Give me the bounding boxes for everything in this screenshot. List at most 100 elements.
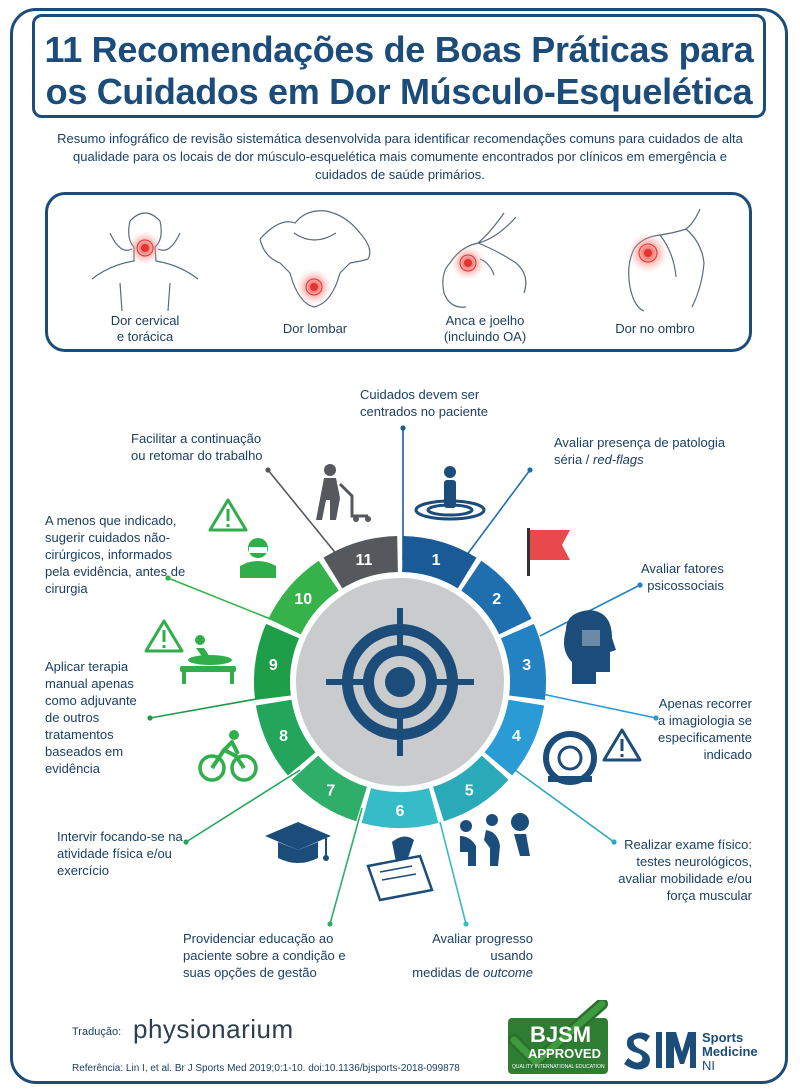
- segment-number-1: 1: [432, 552, 441, 569]
- connector-dot: [400, 425, 406, 431]
- label-line: medidas de outcome: [412, 965, 533, 980]
- label-line: a imagiologia se: [658, 713, 752, 728]
- connector-dot: [165, 575, 171, 581]
- segment-number-4: 4: [512, 728, 521, 745]
- label-line: Facilitar a continuação: [131, 431, 262, 446]
- bjsm-approved-badge: BJSM APPROVED QUALITY INTERNATIONAL EDUC…: [506, 1000, 610, 1076]
- wheel-segments: [254, 536, 546, 828]
- patient-centered-icon: [414, 466, 486, 521]
- region-hip-knee: Anca e joelho (incluindo OA): [400, 195, 570, 351]
- badge-tag-text: QUALITY INTERNATIONAL EDUCATION: [512, 1064, 605, 1070]
- region-label-line: e torácica: [116, 329, 174, 344]
- label-line: Avaliar presença de patologia: [554, 435, 726, 450]
- worker-trolley-icon: [316, 464, 371, 522]
- connector-dot: [265, 467, 271, 473]
- clipboard-hand-icon: [366, 836, 434, 902]
- mri-scanner-icon: [543, 731, 597, 785]
- pain-regions-box: Dor cervical e torácica Dor lombar: [45, 192, 752, 352]
- label-line: pela evidência, antes de: [45, 564, 186, 579]
- hip-knee-pain-icon: [442, 212, 527, 308]
- sports-medicine-ni-logo: Sports Medicine NI: [622, 1024, 762, 1074]
- page-title-line-2: os Cuidados em Dor Músculo-Esquelética: [45, 71, 753, 112]
- connector-line: [167, 577, 279, 623]
- label-line: Avaliar fatores: [641, 561, 724, 576]
- wheel-segment-1: [402, 536, 477, 589]
- sm-logo-line-3: NI: [702, 1058, 715, 1073]
- connector-line: [267, 469, 339, 557]
- label-line: tratamentos: [45, 727, 114, 742]
- region-neck: Dor cervical e torácica: [60, 195, 230, 351]
- label-line: como adjuvante: [45, 693, 137, 708]
- label-line: atividade física e/ou: [57, 846, 172, 861]
- connector-lines: [147, 425, 659, 927]
- connector-dot: [611, 839, 617, 845]
- label-line: cirúrgicos, informados: [45, 547, 173, 562]
- manual-therapy-icon: [180, 635, 236, 684]
- connector-dot: [653, 715, 659, 721]
- segment-number-8: 8: [279, 728, 288, 745]
- connector-line: [465, 469, 531, 557]
- recommendation-4-label: Apenas recorrer a imagiologia se especif…: [658, 695, 752, 763]
- target-icon: [326, 608, 474, 756]
- warning-icon: [144, 619, 184, 653]
- warning-icon: [602, 728, 642, 762]
- segment-number-7: 7: [326, 783, 335, 800]
- label-line: avaliar mobilidade e/ou: [618, 871, 752, 886]
- label-line: ou retomar do trabalho: [131, 448, 263, 463]
- wheel-segment-7: [291, 755, 367, 822]
- recommendation-6-label: Avaliar progresso usando medidas de outc…: [386, 930, 533, 981]
- segment-number-6: 6: [396, 803, 405, 820]
- label-line: baseados em: [45, 744, 124, 759]
- red-flag-icon: [527, 528, 570, 576]
- connector-line: [185, 769, 301, 843]
- graduation-cap-icon: [265, 822, 331, 863]
- connector-dot: [327, 921, 333, 927]
- region-label-line: Dor lombar: [282, 321, 348, 336]
- sm-logo-line-2: Medicine: [702, 1044, 758, 1059]
- reference-text: Referência: Lin I, et al. Br J Sports Me…: [72, 1063, 460, 1074]
- label-line: especificamente: [658, 730, 752, 745]
- label-line: suas opções de gestão: [183, 965, 317, 980]
- label-line: centrados no paciente: [360, 404, 488, 419]
- region-label-line: Dor cervical: [110, 313, 180, 328]
- recommendation-7-label: Providenciar educação ao paciente sobre …: [183, 930, 346, 981]
- badge-main-text: BJSM: [530, 1022, 592, 1047]
- recommendation-9-label: Aplicar terapia manual apenas como adjuv…: [45, 658, 137, 777]
- region-label-line: Dor no ombro: [615, 321, 695, 336]
- title-box: 11 Recomendações de Boas Práticas para o…: [32, 14, 766, 118]
- region-label-line: Anca e joelho: [445, 313, 525, 328]
- cyclist-icon: [198, 730, 258, 782]
- wheel-segment-6: [361, 788, 439, 828]
- wheel-segment-5: [433, 755, 509, 822]
- label-line: testes neurológicos,: [636, 854, 752, 869]
- warning-icon: [208, 498, 248, 532]
- summary-text: Resumo infográfico de revisão sistemátic…: [50, 130, 750, 184]
- label-line: Providenciar educação ao: [183, 931, 334, 946]
- recommendation-2-label: Avaliar presença de patologia séria / re…: [554, 434, 725, 468]
- wheel-segment-8: [255, 699, 316, 776]
- wheel-segment-2: [461, 560, 532, 635]
- label-line: séria / red-flags: [554, 452, 644, 467]
- connector-line: [439, 821, 467, 925]
- label-line: cirurgia: [45, 581, 88, 596]
- region-low-back-label: Dor lombar: [230, 321, 400, 337]
- region-shoulder: Dor no ombro: [570, 195, 740, 351]
- label-line: A menos que indicado,: [45, 513, 177, 528]
- translation-label: Tradução:: [72, 1026, 122, 1038]
- label-line: sugerir cuidados não-: [45, 530, 171, 545]
- shoulder-pain-icon: [628, 208, 705, 312]
- recommendation-1-label: Cuidados devem ser centrados no paciente: [360, 386, 488, 420]
- connector-line: [149, 697, 263, 719]
- connector-dot: [637, 582, 643, 588]
- connector-dot: [183, 839, 189, 845]
- label-line: força muscular: [666, 888, 752, 903]
- label-line: exercício: [57, 863, 110, 878]
- region-hip-knee-label: Anca e joelho (incluindo OA): [400, 313, 570, 345]
- summary-line-2: qualidade para os locais de dor músculo-…: [73, 149, 727, 164]
- page-frame: [10, 8, 788, 1084]
- label-line: de outros: [45, 710, 100, 725]
- summary-line-1: Resumo infográfico de revisão sistemátic…: [57, 131, 743, 146]
- low-back-pain-icon: [259, 210, 371, 308]
- surgeon-icon: [240, 538, 276, 578]
